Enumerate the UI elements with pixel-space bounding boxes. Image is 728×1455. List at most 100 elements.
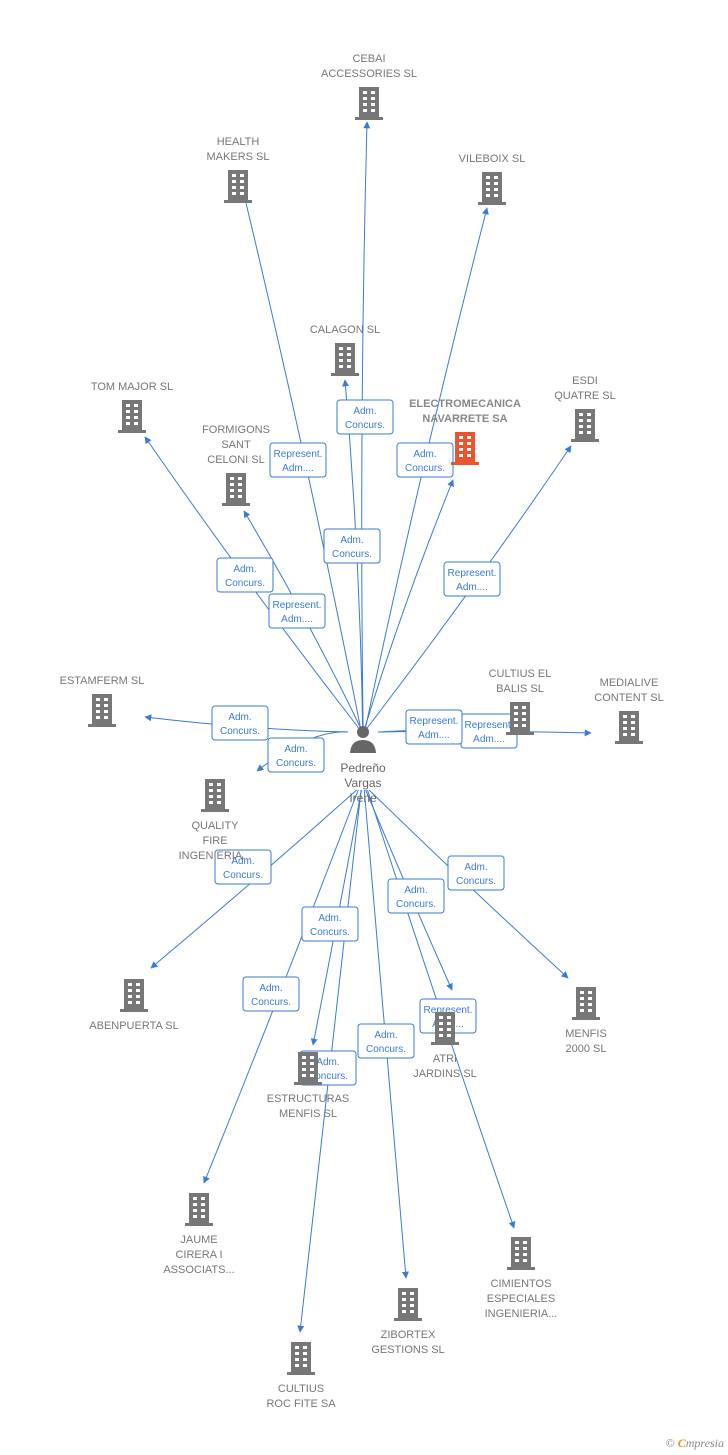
company-label-jaume: JAUME bbox=[180, 1234, 217, 1246]
person-label: Irene bbox=[349, 791, 377, 805]
person-label: Vargas bbox=[344, 776, 381, 790]
company-label-quality: QUALITY bbox=[191, 820, 239, 832]
edge-label-estamferm[interactable]: Adm.Concurs. bbox=[211, 705, 269, 741]
company-label-cimientos: CIMIENTOS bbox=[491, 1278, 552, 1290]
edge-label-electro[interactable]: Adm.Concurs. bbox=[396, 442, 454, 478]
building-icon bbox=[294, 1052, 322, 1085]
edge-label-text: Adm.... bbox=[281, 614, 313, 625]
building-icon bbox=[185, 1193, 213, 1226]
company-label-cimientos: ESPECIALES bbox=[487, 1293, 555, 1305]
edge-label-medialive[interactable]: Represent.Adm.... bbox=[405, 709, 463, 745]
edge-label-text: Represent. bbox=[410, 716, 459, 727]
edge-label-calagon[interactable]: Adm.Concurs. bbox=[323, 528, 381, 564]
edge-label-quality[interactable]: Adm.Concurs. bbox=[267, 737, 325, 773]
edge-label-text: Adm. bbox=[464, 862, 487, 873]
company-label-quality: FIRE bbox=[202, 835, 227, 847]
company-label-electro: NAVARRETE SA bbox=[422, 413, 507, 425]
company-node-estamferm[interactable]: ESTAMFERM SL bbox=[60, 675, 145, 727]
company-label-cultiuselbalis: CULTIUS EL bbox=[489, 668, 552, 680]
building-icon bbox=[506, 702, 534, 735]
company-node-calagon[interactable]: CALAGON SL bbox=[310, 324, 380, 376]
edge-label-abenpuerta[interactable]: Adm.Concurs. bbox=[214, 849, 272, 885]
building-icon bbox=[118, 400, 146, 433]
edge-label-box bbox=[447, 855, 505, 891]
company-node-quality[interactable]: QUALITYFIREINGENIERIA... bbox=[179, 779, 252, 862]
edge-label-esdi[interactable]: Represent.Adm.... bbox=[443, 561, 501, 597]
company-label-abenpuerta: ABENPUERTA SL bbox=[89, 1020, 178, 1032]
company-label-estructuras: ESTRUCTURAS bbox=[267, 1093, 350, 1105]
building-icon bbox=[451, 432, 479, 465]
company-label-health: MAKERS SL bbox=[207, 151, 270, 163]
building-icon bbox=[201, 779, 229, 812]
edge-label-box bbox=[216, 557, 274, 593]
edge-label-text: Adm. bbox=[318, 913, 341, 924]
edge-label-text: Concurs. bbox=[308, 1071, 348, 1082]
edge-label-jaume[interactable]: Adm. Concurs. bbox=[242, 976, 300, 1012]
edge-label-box bbox=[323, 528, 381, 564]
company-node-estructuras[interactable]: ESTRUCTURAS MENFIS SL bbox=[267, 1052, 350, 1120]
edge-label-menfis2000[interactable]: Adm.Concurs. bbox=[447, 855, 505, 891]
company-label-zibortex: GESTIONS SL bbox=[371, 1344, 444, 1356]
building-icon bbox=[394, 1288, 422, 1321]
company-label-tommajor: TOM MAJOR SL bbox=[91, 381, 173, 393]
edge-label-text: Concurs. bbox=[405, 463, 445, 474]
edge-label-text: Concurs. bbox=[251, 997, 291, 1008]
copyright-symbol: © bbox=[665, 1436, 675, 1450]
edge-label-tommajor[interactable]: Adm.Concurs. bbox=[216, 557, 274, 593]
edge-label-box bbox=[268, 593, 326, 629]
company-label-cimientos: INGENIERIA... bbox=[485, 1308, 558, 1320]
edge-label-zibortex[interactable]: Adm.Concurs. bbox=[357, 1023, 415, 1059]
building-icon bbox=[120, 979, 148, 1012]
edge-label-box bbox=[211, 705, 269, 741]
edge-label-atri[interactable]: Adm.Concurs. bbox=[387, 878, 445, 914]
edge-label-box bbox=[405, 709, 463, 745]
company-label-estructuras: MENFIS SL bbox=[279, 1108, 337, 1120]
company-label-jaume: CIRERA I bbox=[175, 1249, 222, 1261]
company-node-cimientos[interactable]: CIMIENTOS ESPECIALES INGENIERIA... bbox=[485, 1237, 558, 1320]
edge-label-box bbox=[336, 399, 394, 435]
brand-footer: © Cmpresia bbox=[666, 1436, 724, 1451]
building-icon bbox=[572, 987, 600, 1020]
edge-label-formigons[interactable]: Represent.Adm.... bbox=[268, 593, 326, 629]
edge-label-text: Represent. bbox=[274, 449, 323, 460]
brand-logo-text: mpresia bbox=[685, 1436, 724, 1450]
company-node-abenpuerta[interactable]: ABENPUERTA SL bbox=[89, 979, 179, 1032]
company-label-estamferm: ESTAMFERM SL bbox=[60, 675, 145, 687]
company-label-vileboix: VILEBOIX SL bbox=[459, 153, 526, 165]
edge-label-cebai[interactable]: Adm.Concurs. bbox=[336, 399, 394, 435]
edge-label-text: Concurs. bbox=[310, 927, 350, 938]
building-icon bbox=[224, 170, 252, 203]
company-label-zibortex: ZIBORTEX bbox=[381, 1329, 436, 1341]
edge-label-text: Adm. bbox=[340, 535, 363, 546]
edge-label-box bbox=[357, 1023, 415, 1059]
edge-label-text: Represent. bbox=[465, 720, 514, 731]
company-node-tommajor[interactable]: TOM MAJOR SL bbox=[91, 381, 173, 433]
edge-label-text: Concurs. bbox=[223, 870, 263, 881]
edge-label-text: Concurs. bbox=[276, 758, 316, 769]
edge-label-text: Adm. bbox=[374, 1030, 397, 1041]
edge-label-text: Concurs. bbox=[345, 420, 385, 431]
company-label-calagon: CALAGON SL bbox=[310, 324, 380, 336]
edge-label-health[interactable]: Represent.Adm.... bbox=[269, 442, 327, 478]
company-label-cebai: CEBAI bbox=[352, 53, 385, 65]
edge-label-cultiuselbalis[interactable]: Represent.Adm.... bbox=[460, 713, 518, 749]
building-icon bbox=[88, 694, 116, 727]
edge-label-text: Represent. bbox=[424, 1005, 473, 1016]
company-node-zibortex[interactable]: ZIBORTEX GESTIONS SL bbox=[371, 1288, 445, 1356]
company-node-vileboix[interactable]: VILEBOIX SL bbox=[459, 153, 526, 205]
edge-label-estructuras[interactable]: Adm. Concurs. bbox=[301, 906, 359, 942]
edge-label-text: Adm. bbox=[259, 983, 282, 994]
